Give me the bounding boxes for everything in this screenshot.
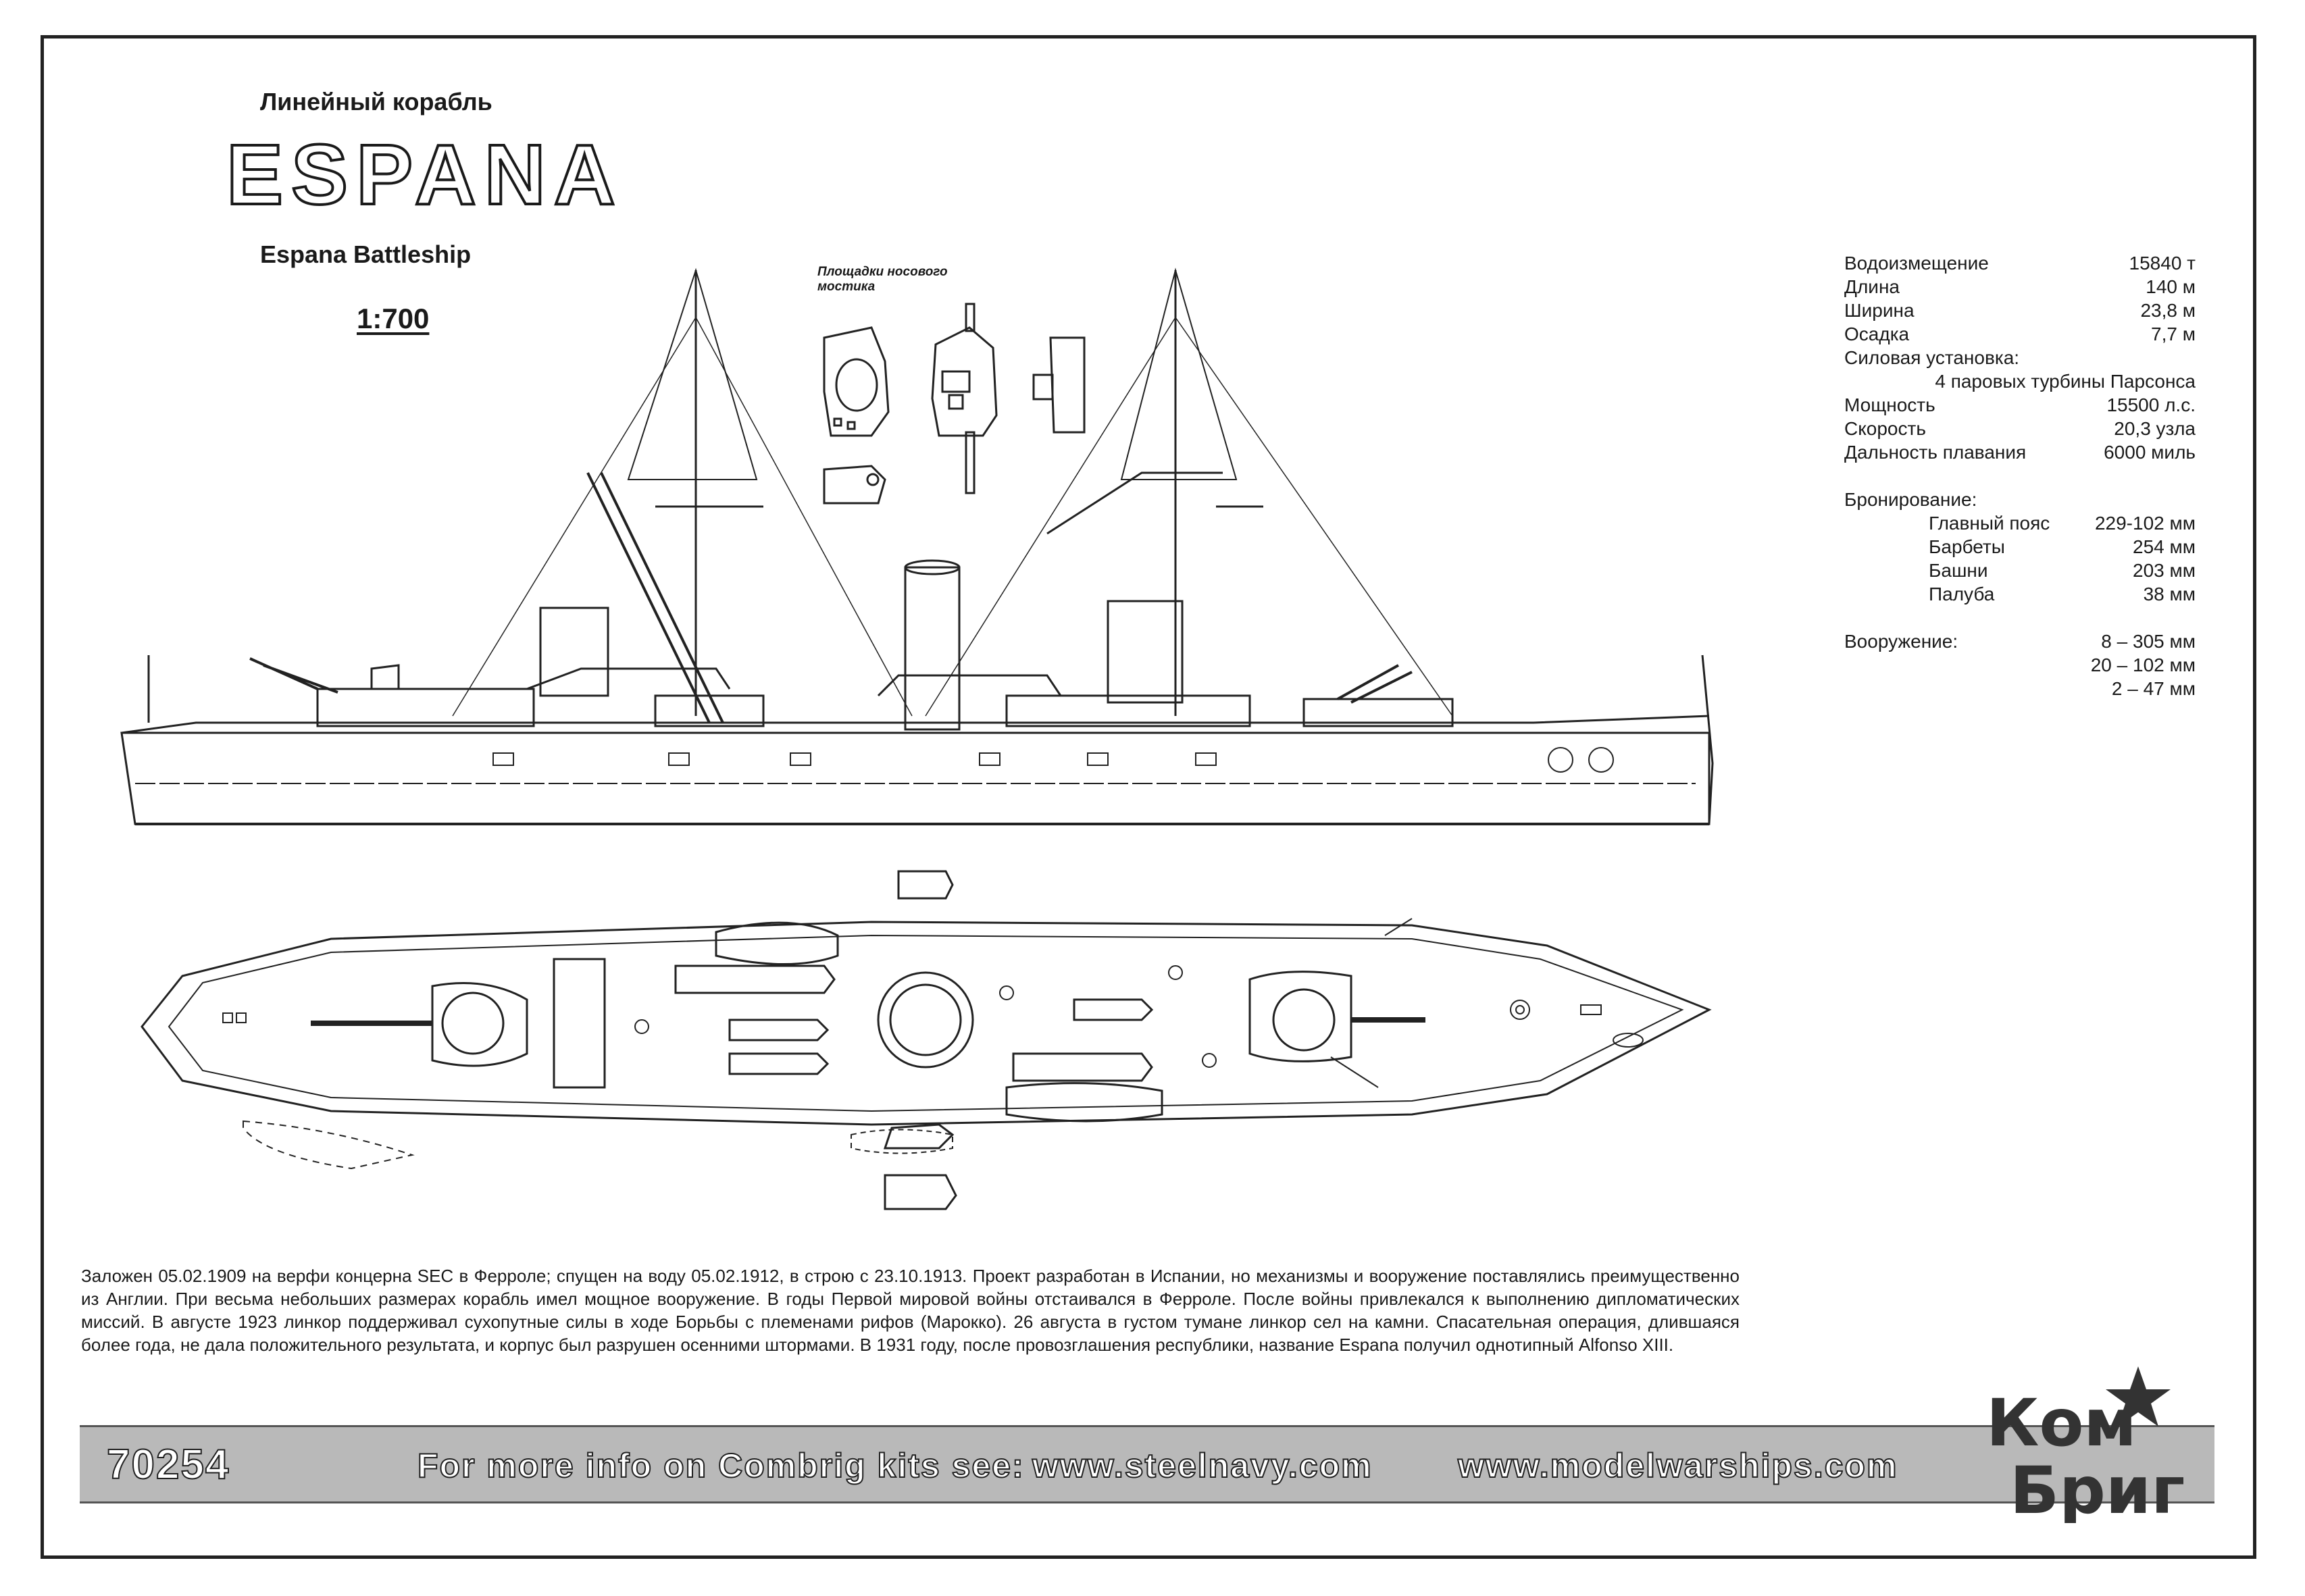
spec-power: Мощность 15500 л.с. bbox=[1844, 394, 2196, 415]
steelnavy-url: www.steelnavy.com bbox=[1032, 1446, 1373, 1485]
title-russian: Линейный корабль bbox=[260, 88, 492, 115]
kit-code: 70254 bbox=[106, 1441, 230, 1489]
spec-armor-turrets: Башни 203 мм bbox=[1929, 560, 2196, 581]
spec-powerplant-label: Силовая установка: bbox=[1844, 347, 2020, 368]
spec-armor-belt: Главный пояс 229-102 мм bbox=[1929, 513, 2196, 534]
bridge-platforms-caption: Площадки носового мостика bbox=[817, 265, 948, 294]
scale-label: 1:700 bbox=[357, 303, 430, 334]
modelwarships-url: www.modelwarships.com bbox=[1457, 1446, 1898, 1485]
ship-deck-plan bbox=[141, 870, 1712, 1210]
spec-armament-tertiary: 2 – 47 мм bbox=[2111, 678, 2196, 699]
spec-armament-main: Вооружение: 8 – 305 мм bbox=[1844, 631, 2196, 652]
spec-range: Дальность плавания 6000 миль bbox=[1844, 442, 2196, 463]
spec-displacement: Водоизмещение 15840 т bbox=[1844, 253, 2196, 274]
specifications-table: Водоизмещение 15840 т Длина 140 м Ширина… bbox=[1844, 251, 2196, 700]
spec-armament-secondary: 20 – 102 мм bbox=[2090, 654, 2196, 675]
footer-band: 70254 For more info on Combrig kits see:… bbox=[80, 1425, 2214, 1503]
spec-powerplant-value: 4 паровых турбины Парсонса bbox=[1935, 371, 2196, 392]
spec-armor-heading: Бронирование: bbox=[1844, 489, 1977, 510]
spec-armor-barbettes: Барбеты 254 мм bbox=[1929, 536, 2196, 557]
ship-name-title: ESPANA bbox=[225, 126, 624, 224]
spec-speed: Скорость 20,3 узла bbox=[1844, 418, 2196, 439]
spec-armor-deck: Палуба 38 мм bbox=[1929, 584, 2196, 604]
sheet-border bbox=[41, 35, 2256, 1559]
title-english: Espana Battleship bbox=[260, 240, 472, 268]
logo-line1: Ком bbox=[1986, 1385, 2137, 1461]
more-info-text: For more info on Combrig kits see: bbox=[417, 1446, 1025, 1485]
spec-beam: Ширина 23,8 м bbox=[1844, 300, 2196, 321]
kombrig-logo: Ком Бриг bbox=[1986, 1366, 2185, 1523]
ship-history-text: Заложен 05.02.1909 на верфи концерна SEC… bbox=[81, 1266, 1740, 1355]
ship-side-profile bbox=[120, 267, 1714, 825]
spec-length: Длина 140 м bbox=[1844, 276, 2196, 297]
logo-line2: Бриг bbox=[2010, 1453, 2185, 1523]
bridge-platform-drawings bbox=[823, 303, 1086, 505]
spec-draught: Осадка 7,7 м bbox=[1844, 324, 2196, 344]
